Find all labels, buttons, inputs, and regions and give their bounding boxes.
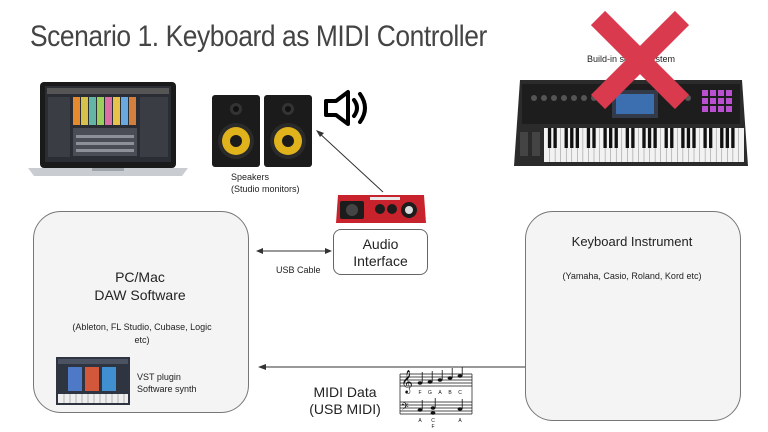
usb-cable-label: USB Cable [276,265,321,275]
black-key [686,128,691,148]
black-key [647,128,652,148]
bass-note-letter: A [418,418,422,424]
black-key [692,128,696,148]
black-key [609,128,613,148]
keyboard-brands: (Yamaha, Casio, Roland, Kord etc) [562,271,702,281]
keyboard-synth-image [514,80,748,166]
vst-plugin-caption: VST plugin Software synth [137,371,197,395]
bass-note-letter: C [431,418,435,424]
pc-mac-title-line1: PC/Mac [115,269,165,285]
vst-plugin-line2: Software synth [137,384,197,394]
black-key [725,128,729,148]
black-key [670,128,674,148]
treble-note-letter: G [428,390,432,396]
daw-apps-line1: (Ableton, FL Studio, Cubase, Logic [72,322,212,332]
treble-note-letter: A [438,390,442,396]
audio-interface-label-line1: Audio [362,236,399,252]
speakers-caption: Speakers (Studio monitors) [231,171,300,195]
pc-mac-title-line2: DAW Software [94,287,186,303]
speakers-caption-line1: Speakers [231,172,270,182]
black-key [614,128,618,148]
black-key [731,128,735,148]
audio-to-speakers-arrow [316,130,384,193]
black-key [664,128,668,148]
svg-text:𝄞: 𝄞 [401,369,413,394]
black-key [575,128,579,148]
svg-text:𝄢: 𝄢 [401,401,409,415]
black-key [720,128,724,148]
audio-interface-box: Audio Interface [333,229,428,275]
cross-icon [590,10,690,110]
vst-plugin-image [56,357,130,405]
treble-note-letter: F [418,390,421,396]
treble-note-letter: B [448,390,452,396]
speakers-caption-line2: (Studio monitors) [231,184,300,194]
midi-data-line1: MIDI Data [313,384,377,400]
black-key [592,128,596,148]
black-key [586,128,591,148]
speaker-sound-icon [324,90,367,126]
black-key [564,128,568,148]
vst-plugin-line1: VST plugin [137,372,181,382]
treble-note-letter: C [458,390,462,396]
page-title: Scenario 1. Keyboard as MIDI Controller [30,20,487,53]
daw-apps-line2: etc) [134,335,150,345]
midi-data-label: MIDI Data (USB MIDI) [300,384,390,418]
bass-note-letter: A [458,418,462,424]
audio-interface-device-image [336,195,426,223]
keyboard-instrument-title: Keyboard Instrument [571,234,693,249]
daw-apps-list: (Ableton, FL Studio, Cubase, Logic etc) [40,321,244,347]
keyboard-instrument-box [525,211,741,421]
black-key [625,128,629,148]
black-key [709,128,713,148]
speakers-image [212,95,312,167]
black-key [653,128,657,148]
black-key [642,128,646,148]
audio-interface-label-line2: Interface [353,253,408,269]
black-key [681,128,685,148]
midi-data-line2: (USB MIDI) [309,401,381,417]
bass-note-letter: F [431,424,434,430]
black-key [570,128,574,148]
usb-cable-arrow [256,248,332,254]
black-key [603,128,607,148]
black-key [703,128,707,148]
sheet-music-image: 𝄞 𝄢 F G A B C A C F A [399,367,473,430]
pc-mac-title: PC/Mac DAW Software [33,268,247,304]
midi-data-arrow [258,364,525,370]
laptop-image [28,82,188,176]
black-key [631,128,635,148]
black-key [553,128,557,148]
black-key [547,128,552,148]
